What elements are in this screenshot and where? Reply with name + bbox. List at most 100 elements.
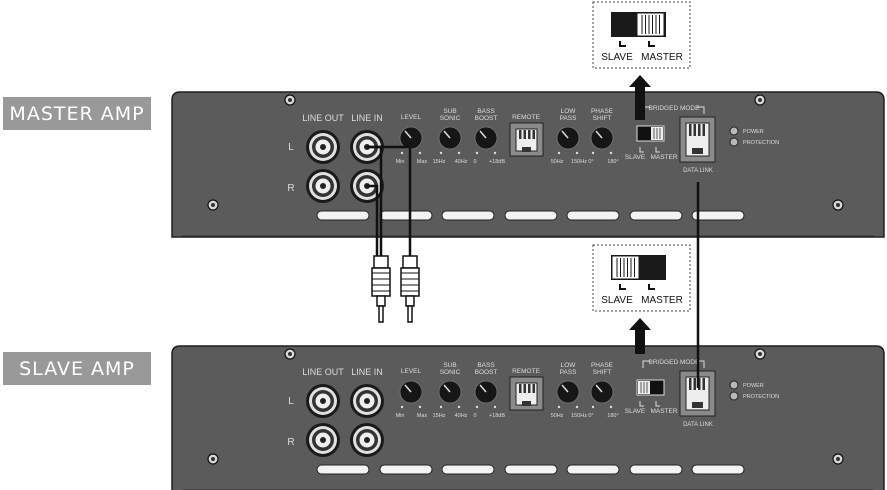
vent-slot <box>691 210 745 221</box>
data-link-pin <box>702 124 705 136</box>
callout-master-label: MASTER <box>641 295 683 306</box>
subsonic-min-label: 15Hz <box>433 413 446 419</box>
bass-boost-min-label: 0 <box>473 159 476 165</box>
vent-slot <box>441 464 495 475</box>
screw-center <box>211 457 215 461</box>
knob-dot <box>493 405 497 409</box>
level-label: LEVEL <box>401 114 422 121</box>
line-in-label: LINE IN <box>351 367 383 377</box>
data-link-pin <box>689 124 692 136</box>
line-out-label: LINE OUT <box>302 113 344 123</box>
low-pass-min-label: 50Hz <box>551 413 564 419</box>
callout-switch-knob <box>611 255 640 280</box>
bass-boost-label: BASS <box>477 108 495 115</box>
up-arrow <box>629 318 651 354</box>
low-pass-label: PASS <box>560 115 578 122</box>
remote-pin <box>519 130 522 139</box>
level-min-label: Min <box>396 413 405 419</box>
phase-shift-label: SHIFT <box>593 115 612 122</box>
master-label: MASTER <box>650 408 677 415</box>
vent-slot <box>441 210 495 221</box>
screw-center <box>836 457 840 461</box>
subsonic-label: SONIC <box>440 115 461 122</box>
screw-center <box>288 98 292 102</box>
screw-center <box>836 203 840 207</box>
knob-pointer <box>595 384 603 393</box>
phase-shift-min-label: 0° <box>588 159 593 165</box>
knob-dot <box>400 151 404 155</box>
remote-pin <box>523 384 526 393</box>
line-in-label: LINE IN <box>351 113 383 123</box>
knob-dot <box>575 151 579 155</box>
rca-cable <box>367 145 412 256</box>
screw-center <box>288 352 292 356</box>
rca-plug-collar <box>402 255 418 269</box>
line-out-label: LINE OUT <box>302 367 344 377</box>
master-label: MASTER <box>650 154 677 161</box>
protection-label: PROTECTION <box>743 394 779 400</box>
knob-dot <box>493 151 497 155</box>
screw-center <box>758 98 762 102</box>
rca-plug-tip <box>378 305 384 323</box>
low-pass-max-label: 150Hz <box>571 159 587 165</box>
low-pass-min-label: 50Hz <box>551 159 564 165</box>
protection-led <box>729 137 739 147</box>
bass-boost-max-label: +18dB <box>489 413 505 419</box>
protection-label: PROTECTION <box>743 140 779 146</box>
low-pass-label: PASS <box>560 369 578 376</box>
callout-slave-label: SLAVE <box>601 295 633 306</box>
vent-slot <box>379 464 433 475</box>
power-led <box>729 126 739 136</box>
knob-dot <box>575 405 579 409</box>
callout-slave-switch: SLAVE MASTER <box>592 244 691 312</box>
slave-label: SLAVE <box>625 154 646 161</box>
knob-dot <box>418 405 422 409</box>
phase-shift-label: PHASE <box>591 362 614 369</box>
right-channel-label: R <box>287 437 294 448</box>
vent-slot <box>566 464 620 475</box>
low-pass-max-label: 150Hz <box>571 413 587 419</box>
switch-tick <box>639 147 660 153</box>
rca-plug-body <box>371 267 391 297</box>
remote-label: REMOTE <box>512 368 540 375</box>
phase-shift-label: PHASE <box>591 108 614 115</box>
knob-dot <box>457 151 461 155</box>
vent-slot <box>504 210 558 221</box>
phase-shift-label: SHIFT <box>593 369 612 376</box>
rca-plug-tip <box>407 305 413 323</box>
bass-boost-min-label: 0 <box>473 413 476 419</box>
knob-pointer <box>561 130 569 139</box>
data-link-label: DATA LINK <box>683 422 713 428</box>
master-amp-label: MASTER AMP <box>3 97 151 130</box>
remote-label: REMOTE <box>512 114 540 121</box>
vent-slot <box>379 210 433 221</box>
knob-pointer <box>561 384 569 393</box>
callout-switch-knob <box>636 12 665 37</box>
power-led <box>729 380 739 390</box>
subsonic-label: SUB <box>443 108 456 115</box>
cables <box>367 145 700 388</box>
knob-dot <box>475 151 479 155</box>
rca-plug-neck <box>405 295 415 307</box>
callout-tick <box>619 284 655 290</box>
remote-pin <box>532 130 535 139</box>
vent-slot <box>316 464 370 475</box>
phase-shift-max-label: 180° <box>607 159 618 165</box>
remote-pin <box>528 130 531 139</box>
knob-pointer <box>404 130 412 139</box>
data-link-latch <box>692 402 703 408</box>
subsonic-max-label: 40Hz <box>455 159 468 165</box>
knob-dot <box>439 405 443 409</box>
knob-dot <box>557 151 561 155</box>
data-link-pin <box>693 124 696 136</box>
rca-plug-neck <box>376 295 386 307</box>
subsonic-min-label: 15Hz <box>433 159 446 165</box>
bridged-mode-label: BRIDGED MODE <box>649 105 701 112</box>
level-label: LEVEL <box>401 368 422 375</box>
data-link-pin <box>698 124 701 136</box>
subsonic-max-label: 40Hz <box>455 413 468 419</box>
bass-boost-max-label: +18dB <box>489 159 505 165</box>
bass-boost-label: BOOST <box>475 115 498 122</box>
